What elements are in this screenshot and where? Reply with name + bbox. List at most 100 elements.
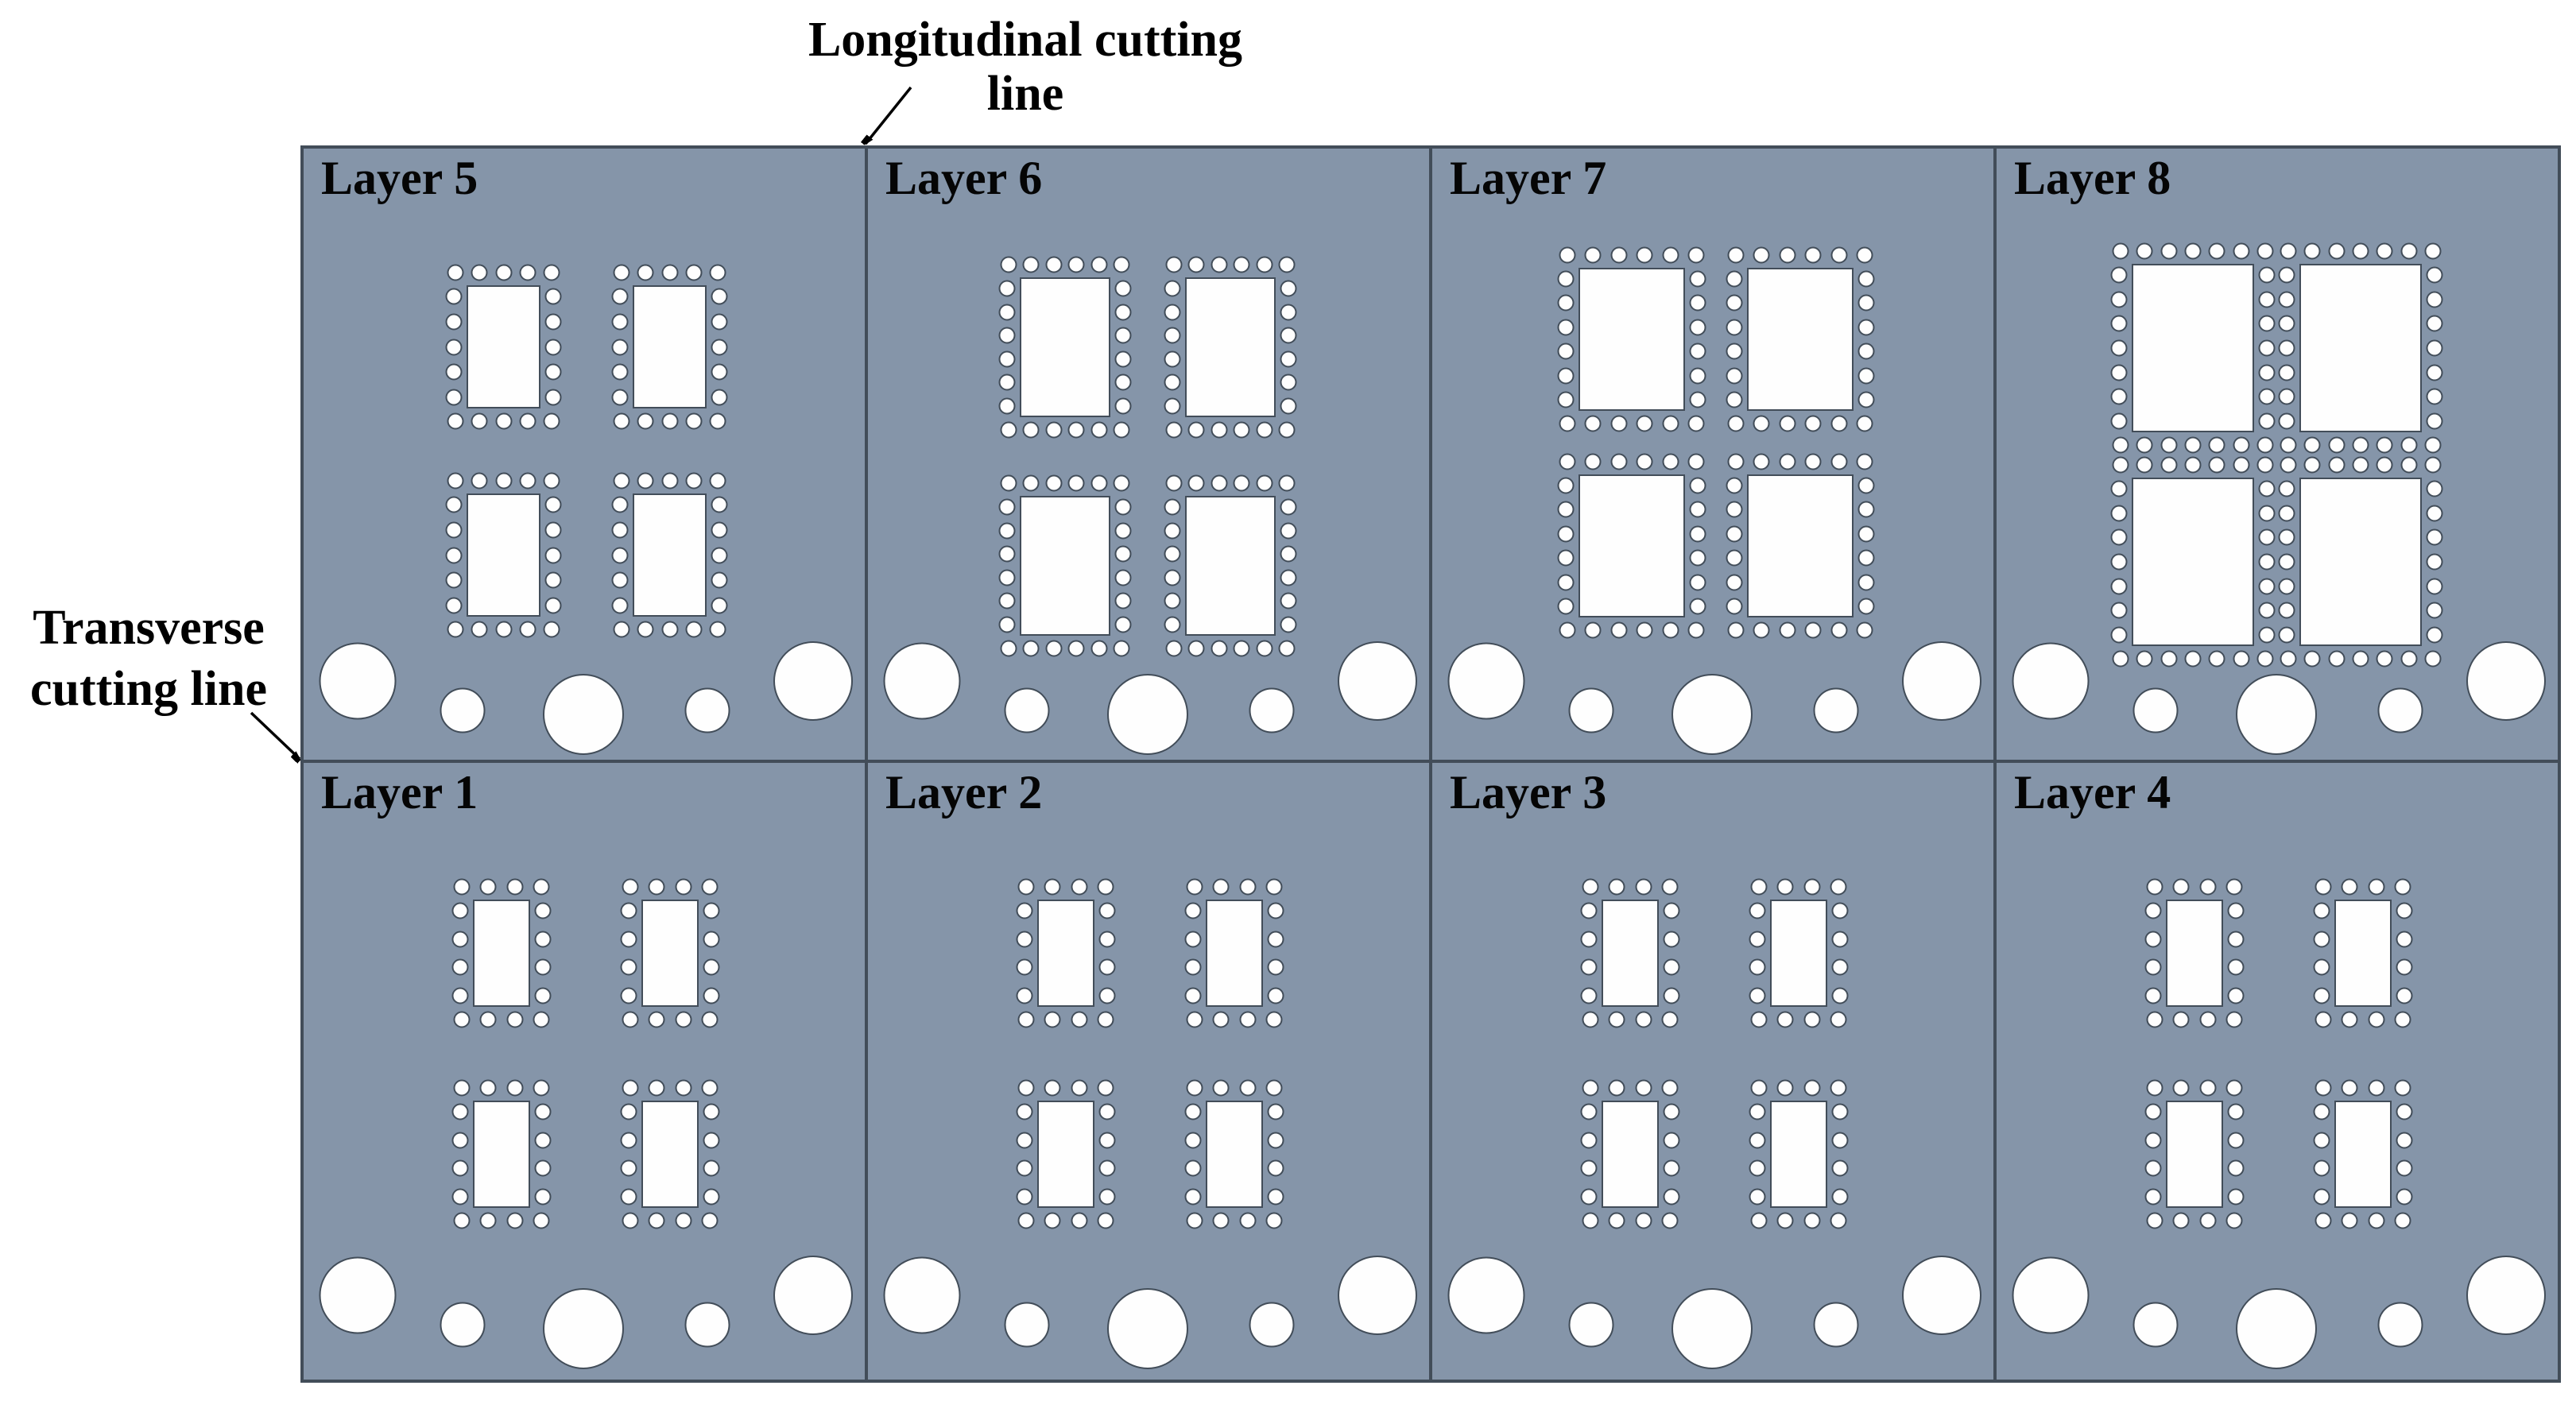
perforation-dot — [1689, 477, 1706, 494]
perforation-dot — [2341, 1079, 2358, 1097]
perforation-dot — [611, 363, 629, 381]
perforation-dot — [1635, 1079, 1652, 1097]
perforation-dot — [1211, 640, 1228, 657]
perforation-dot — [1071, 1079, 1088, 1097]
perforation-dot — [495, 472, 512, 490]
perforation-dot — [471, 621, 488, 638]
perforation-dot — [1212, 1011, 1230, 1028]
perforation-dot — [1016, 931, 1033, 948]
perforation-dot — [2146, 1212, 2163, 1229]
perforation-dot — [998, 522, 1016, 540]
perforation-dot — [1804, 246, 1822, 264]
perforation-dot — [1067, 421, 1085, 439]
perforation-dot — [1726, 294, 1743, 312]
tooling-hole-large — [2466, 641, 2546, 721]
perforation-dot — [2278, 388, 2295, 405]
perforation-dot — [1662, 415, 1679, 432]
perforation-dot — [519, 412, 537, 430]
perforation-dot — [1857, 367, 1875, 385]
perforation-dot — [637, 264, 654, 281]
perforation-dot — [613, 264, 630, 281]
perforation-dot — [1857, 549, 1875, 567]
perforation-dot — [1211, 474, 1228, 492]
perforation-dot — [1753, 246, 1770, 264]
perforation-dot — [1857, 574, 1875, 591]
perforation-dot — [1689, 270, 1706, 288]
perforation-dot — [533, 1079, 550, 1097]
perforation-dot — [1610, 415, 1628, 432]
perforation-dot — [1636, 246, 1653, 264]
perforation-dot — [1097, 1212, 1114, 1229]
perforation-dot — [2396, 1132, 2413, 1149]
perforation-dot — [1098, 987, 1116, 1004]
perforation-dot — [2368, 1079, 2385, 1097]
window-cutout — [2166, 900, 2223, 1007]
perforation-dot — [1212, 1212, 1230, 1229]
perforation-dot — [1022, 474, 1040, 492]
perforation-dot — [2110, 626, 2128, 644]
window-cutout — [1020, 496, 1110, 636]
perforation-dot — [445, 571, 463, 589]
perforation-dot — [519, 472, 537, 490]
perforation-dot — [2110, 364, 2128, 381]
perforation-dot — [1726, 319, 1743, 336]
window-cutout — [2132, 264, 2254, 432]
perforation-dot — [1830, 621, 1848, 639]
perforation-dot — [998, 569, 1016, 586]
perforation-dot — [1726, 501, 1743, 518]
perforation-dot — [1663, 958, 1680, 976]
panel-layer-2: Layer 2 — [866, 761, 1431, 1381]
perforation-dot — [2341, 1212, 2358, 1229]
perforation-dot — [711, 389, 728, 406]
perforation-dot — [1164, 569, 1181, 586]
perforation-dot — [1749, 931, 1766, 948]
perforation-dot — [1164, 280, 1181, 297]
perforation-dot — [447, 472, 464, 490]
perforation-dot — [711, 521, 728, 539]
perforation-dot — [2208, 456, 2225, 474]
perforation-dot — [2426, 291, 2443, 308]
perforation-dot — [2258, 412, 2276, 430]
perforation-dot — [701, 1079, 719, 1097]
perforation-dot — [2341, 1011, 2358, 1028]
perforation-dot — [1662, 621, 1679, 639]
perforation-dot — [1280, 280, 1297, 297]
perforation-dot — [2208, 436, 2225, 454]
perforation-dot — [1663, 1159, 1680, 1177]
perforation-dot — [1267, 1188, 1284, 1206]
perforation-dot — [1661, 1079, 1679, 1097]
perforation-dot — [544, 571, 562, 589]
perforation-dot — [543, 264, 560, 281]
perforation-dot — [506, 878, 524, 896]
perforation-dot — [1580, 987, 1598, 1004]
perforation-dot — [2352, 650, 2369, 668]
perforation-dot — [1689, 574, 1706, 591]
tooling-hole-small — [684, 1302, 730, 1348]
perforation-dot — [2110, 266, 2128, 284]
perforation-dot — [1804, 621, 1822, 639]
perforation-dot — [1265, 1079, 1283, 1097]
perforation-dot — [1000, 256, 1017, 273]
perforation-dot — [1114, 304, 1132, 321]
perforation-dot — [1016, 1103, 1033, 1120]
perforation-dot — [613, 621, 630, 638]
perforation-dot — [648, 1212, 665, 1229]
perforation-dot — [1212, 1079, 1230, 1097]
perforation-dot — [1689, 294, 1706, 312]
panel-label: Layer 8 — [2014, 152, 2171, 204]
perforation-dot — [2233, 650, 2250, 668]
perforation-dot — [1559, 246, 1576, 264]
perforation-dot — [2396, 1103, 2413, 1120]
perforation-dot — [1164, 373, 1181, 391]
tooling-hole-small — [1568, 1302, 1614, 1348]
perforation-dot — [2315, 1079, 2332, 1097]
perforation-dot — [1280, 350, 1297, 368]
tooling-hole-large — [2236, 674, 2317, 755]
perforation-dot — [1044, 1212, 1061, 1229]
perforation-dot — [1280, 498, 1297, 516]
panel-label: Layer 2 — [885, 766, 1043, 819]
perforation-dot — [2199, 1079, 2217, 1097]
tooling-hole-small — [440, 1302, 486, 1348]
perforation-dot — [447, 412, 464, 430]
perforation-dot — [2278, 291, 2295, 308]
